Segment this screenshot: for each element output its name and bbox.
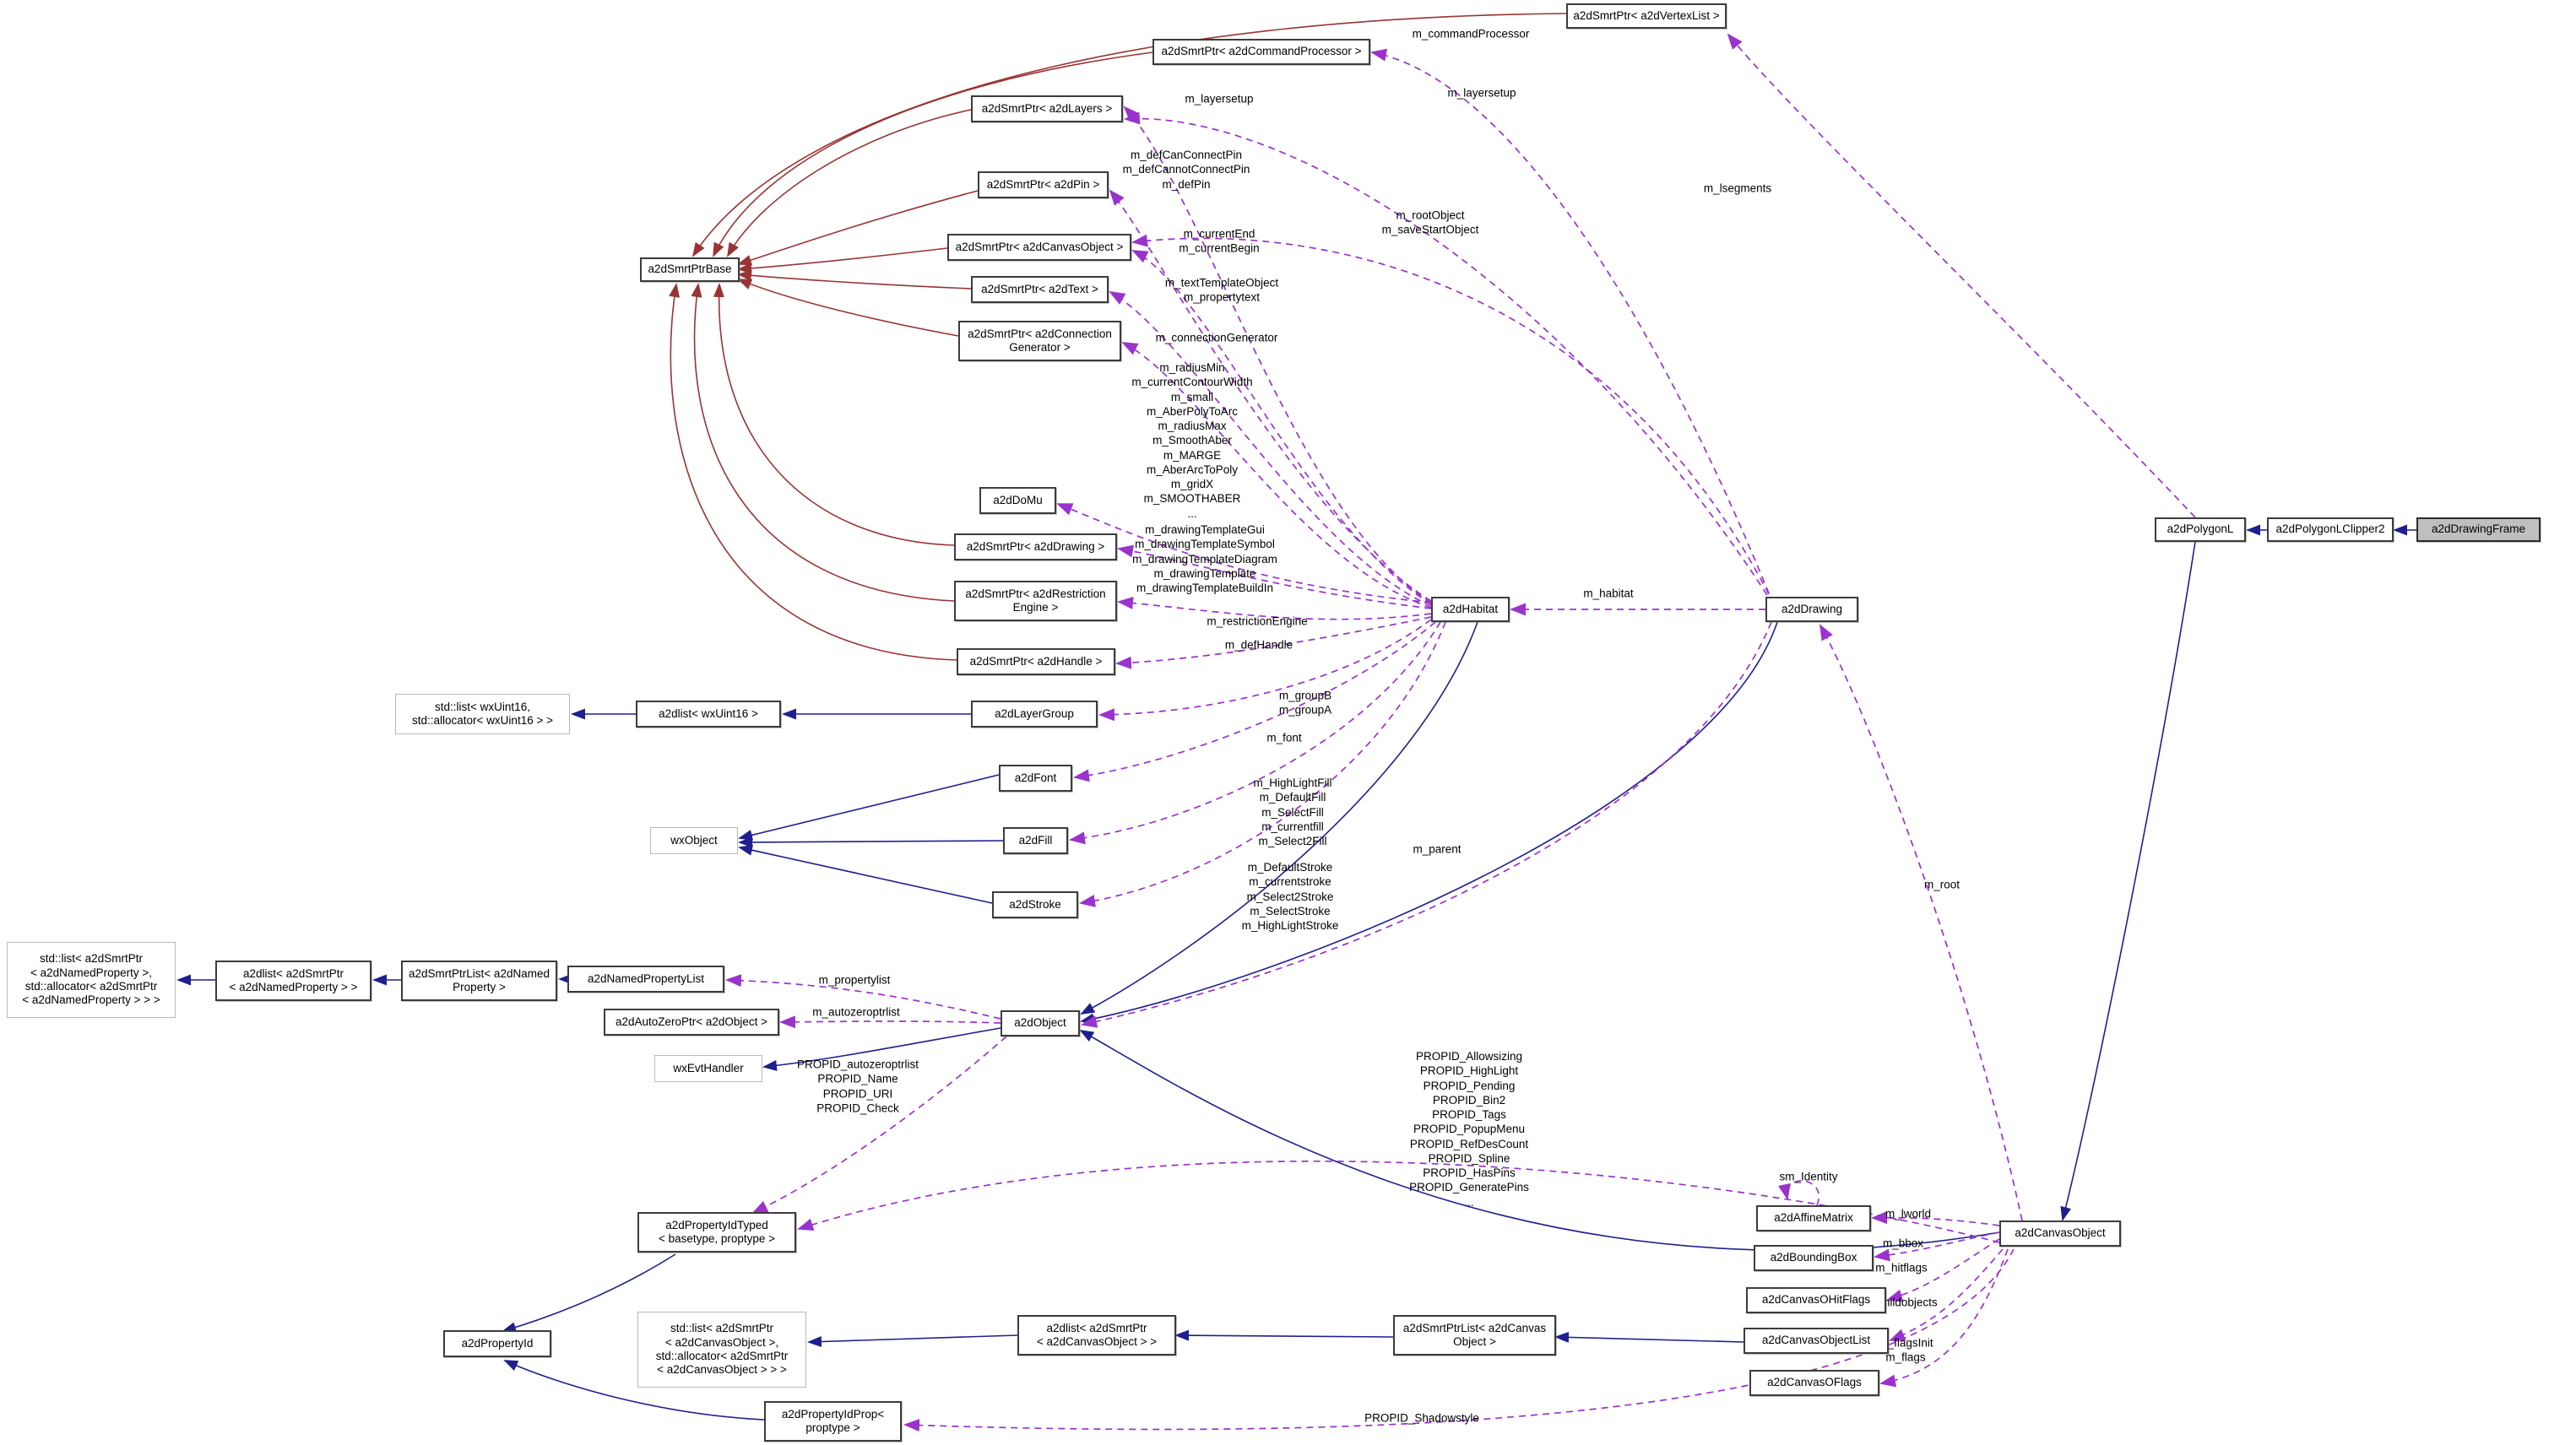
edge-label-m-commandprocessor: m_commandProcessor xyxy=(1412,27,1530,41)
node-a2dsmrtptr-a2dconnectiongenerator[interactable]: a2dSmrtPtr< a2dConnection Generator > xyxy=(958,321,1121,361)
edge-label-propids-object: PROPID_autozeroptrlist PROPID_Name PROPI… xyxy=(796,1058,919,1115)
node-a2dsmrtptr-a2dhandle[interactable]: a2dSmrtPtr< a2dHandle > xyxy=(957,648,1115,675)
node-a2dfont[interactable]: a2dFont xyxy=(999,765,1072,792)
edge-label-domu-members: m_radiusMin m_currentContourWidth m_smal… xyxy=(1131,361,1253,520)
node-a2dcanvasohitflags[interactable]: a2dCanvasOHitFlags xyxy=(1746,1287,1886,1313)
node-stdlist-a2dnamedproperty: std::list< a2dSmrtPtr < a2dNamedProperty… xyxy=(7,942,176,1018)
node-a2dsmrtptr-a2dlayers[interactable]: a2dSmrtPtr< a2dLayers > xyxy=(971,95,1123,122)
edge-label-rootobject-savestartobject: m_rootObject m_saveStartObject xyxy=(1381,208,1479,236)
node-a2dsmrtptr-a2dpin[interactable]: a2dSmrtPtr< a2dPin > xyxy=(978,171,1109,198)
node-a2dcanvasobjectlist[interactable]: a2dCanvasObjectList xyxy=(1744,1328,1889,1354)
node-a2dstroke[interactable]: a2dStroke xyxy=(992,891,1078,918)
edge-label-autozeroptrlist: m_autozeroptrlist xyxy=(812,1005,900,1019)
node-a2dpolygonlclipper2[interactable]: a2dPolygonLClipper2 xyxy=(2267,517,2394,542)
node-a2daffinematrix[interactable]: a2dAffineMatrix xyxy=(1756,1205,1871,1231)
edge-label-defhandle: m_defHandle xyxy=(1224,638,1293,652)
node-wxobject[interactable]: wxObject xyxy=(650,827,738,854)
node-a2dsmrtptr-a2dtext[interactable]: a2dSmrtPtr< a2dText > xyxy=(971,276,1109,303)
node-a2ddrawing[interactable]: a2dDrawing xyxy=(1765,597,1858,622)
node-wxevthandler[interactable]: wxEvtHandler xyxy=(654,1055,762,1082)
edge-label-restrictionengine: m_restrictionEngine xyxy=(1207,614,1308,628)
node-a2dpropertyid[interactable]: a2dPropertyId xyxy=(443,1330,551,1357)
node-a2dsmrtptrlist-a2dnamedproperty[interactable]: a2dSmrtPtrList< a2dNamed Property > xyxy=(401,961,557,1001)
node-a2dautozeroptr-a2dobject[interactable]: a2dAutoZeroPtr< a2dObject > xyxy=(604,1009,779,1036)
edge-label-connectiongenerator: m_connectionGenerator xyxy=(1155,331,1278,344)
edge-label-lsegments: m_lsegments xyxy=(1703,181,1772,195)
edge-label-parent: m_parent xyxy=(1413,842,1462,856)
node-a2dsmrtptr-a2dcanvasobject[interactable]: a2dSmrtPtr< a2dCanvasObject > xyxy=(947,234,1131,261)
edge-label-texttemplate: m_textTemplateObject m_propertytext xyxy=(1164,276,1279,304)
node-a2ddomu[interactable]: a2dDoMu xyxy=(979,487,1056,514)
edge-label-m-layersetup-1: m_layersetup xyxy=(1185,92,1254,106)
node-stdlist-wxuint16: std::list< wxUint16, std::allocator< wxU… xyxy=(395,694,570,734)
node-a2dsmrtptr-a2drestrictionengine[interactable]: a2dSmrtPtr< a2dRestriction Engine > xyxy=(954,581,1117,621)
node-a2dboundingbox[interactable]: a2dBoundingBox xyxy=(1754,1245,1874,1271)
node-a2dlist-a2dsmrtptr-a2dnamedproperty[interactable]: a2dlist< a2dSmrtPtr < a2dNamedProperty >… xyxy=(215,961,371,1001)
node-a2ddrawingframe[interactable]: a2dDrawingFrame xyxy=(2416,517,2541,542)
edge-label-groups: m_groupB m_groupA xyxy=(1278,689,1332,717)
node-a2dsmrtptrbase[interactable]: a2dSmrtPtrBase xyxy=(640,257,740,282)
node-a2dfill[interactable]: a2dFill xyxy=(1003,827,1068,854)
edge-label-root: m_root xyxy=(1923,878,1960,891)
edge-label-fills: m_HighLightFill m_DefaultFill m_SelectFi… xyxy=(1253,776,1332,847)
edge-label-propertylist: m_propertylist xyxy=(818,973,891,987)
edge-label-current-begin-end: m_currentEnd m_currentBegin xyxy=(1179,227,1260,255)
node-a2dlist-a2dsmrtptr-a2dcanvasobject[interactable]: a2dlist< a2dSmrtPtr < a2dCanvasObject > … xyxy=(1017,1315,1176,1356)
node-a2dpolygonl[interactable]: a2dPolygonL xyxy=(2155,517,2246,542)
node-stdlist-a2dcanvasobject: std::list< a2dSmrtPtr < a2dCanvasObject … xyxy=(637,1312,806,1388)
edge-label-habitat: m_habitat xyxy=(1583,587,1634,600)
node-a2dobject[interactable]: a2dObject xyxy=(1001,1010,1080,1036)
node-a2dlist-wxuint16[interactable]: a2dlist< wxUint16 > xyxy=(636,701,781,728)
node-a2dsmrtptr-a2ddrawing[interactable]: a2dSmrtPtr< a2dDrawing > xyxy=(954,533,1117,560)
node-a2dsmrtptrlist-a2dcanvasobject[interactable]: a2dSmrtPtrList< a2dCanvas Object > xyxy=(1393,1315,1556,1356)
edge-label-def-pins: m_defCanConnectPin m_defCannotConnectPin… xyxy=(1122,149,1250,191)
node-a2dnamedpropertylist[interactable]: a2dNamedPropertyList xyxy=(567,966,724,993)
edge-label-lworld: m_lworld xyxy=(1885,1207,1932,1220)
node-a2dcanvasoflags[interactable]: a2dCanvasOFlags xyxy=(1749,1370,1879,1396)
edge-label-bbox: m_bbox xyxy=(1882,1237,1924,1250)
edge-label-shadowstyle: PROPID_Shadowstyle xyxy=(1364,1411,1479,1425)
edge-label-m-layersetup-2: m_layersetup xyxy=(1447,86,1516,100)
node-a2dsmrtptr-a2dcommandprocessor[interactable]: a2dSmrtPtr< a2dCommandProcessor > xyxy=(1152,39,1370,65)
edge-label-propids-canvas: PROPID_Allowsizing PROPID_HighLight PROP… xyxy=(1409,1050,1529,1209)
node-a2dlayergroup[interactable]: a2dLayerGroup xyxy=(971,701,1098,728)
edge-label-font: m_font xyxy=(1266,731,1302,744)
edge-label-drawing-templates: m_drawingTemplateGui m_drawingTemplateSy… xyxy=(1132,522,1277,594)
node-a2dhabitat[interactable]: a2dHabitat xyxy=(1431,597,1510,622)
node-a2dpropertyidtyped[interactable]: a2dPropertyIdTyped < basetype, proptype … xyxy=(637,1212,796,1253)
edge-label-strokes: m_DefaultStroke m_currentstroke m_Select… xyxy=(1241,860,1339,932)
node-a2dcanvasobject[interactable]: a2dCanvasObject xyxy=(1999,1220,2121,1247)
node-a2dsmrtptr-a2dvertexlist[interactable]: a2dSmrtPtr< a2dVertexList > xyxy=(1566,3,1727,29)
edge-label-hitflags: m_hitflags xyxy=(1875,1261,1928,1275)
edge-label-sm-identity: sm_Identity xyxy=(1779,1170,1838,1183)
node-a2dpropertyidprop[interactable]: a2dPropertyIdProp< proptype > xyxy=(764,1401,902,1442)
